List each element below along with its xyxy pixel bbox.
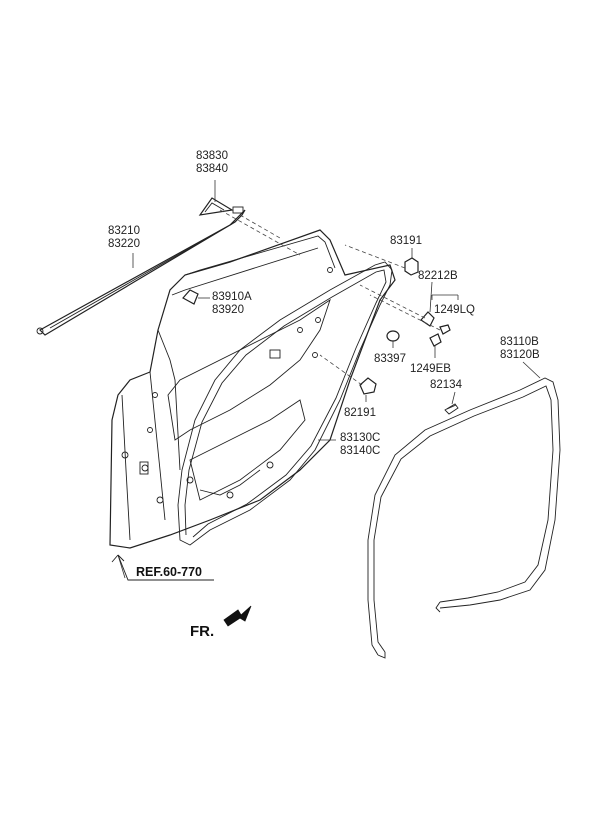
screw-1249lq xyxy=(439,324,451,335)
label-82134: 82134 xyxy=(430,379,463,391)
label-83830: 83830 xyxy=(196,150,228,162)
clip-82212b xyxy=(420,311,435,327)
label-83220: 83220 xyxy=(108,238,140,250)
label-83397: 83397 xyxy=(374,353,406,365)
label-83920: 83920 xyxy=(212,304,244,316)
label-83130c: 83130C xyxy=(340,432,380,444)
label-83140c: 83140C xyxy=(340,445,380,457)
label-1249eb: 1249EB xyxy=(410,363,451,375)
tape-82134 xyxy=(444,403,459,415)
reference-callout: REF.60-770 xyxy=(111,554,214,581)
plug-82191 xyxy=(359,377,377,395)
grommet-83191 xyxy=(404,257,419,276)
label-83910a: 83910A xyxy=(212,291,252,303)
door-side-weatherstrip xyxy=(177,261,393,546)
front-arrow-icon xyxy=(223,605,252,627)
delta-molding xyxy=(198,197,234,216)
body-side-weatherstrip xyxy=(367,377,561,659)
label-83110b: 83110B xyxy=(500,336,539,348)
label-83840: 83840 xyxy=(196,163,228,175)
rear-door-frame xyxy=(109,229,396,549)
screw-1249eb xyxy=(429,333,442,347)
label-82191: 82191 xyxy=(344,407,376,419)
front-direction-label: FR. xyxy=(190,623,214,640)
front-direction-indicator: FR. xyxy=(190,605,252,640)
clip-83910a xyxy=(182,289,199,305)
label-83120b: 83120B xyxy=(500,349,540,361)
label-82212b: 82212B xyxy=(418,270,458,282)
label-1249lq: 1249LQ xyxy=(434,304,475,316)
part-labels: 83830 83840 83210 83220 83910A 83920 831… xyxy=(108,150,540,457)
reference-label: REF.60-770 xyxy=(136,565,202,579)
label-83210: 83210 xyxy=(108,225,140,237)
plug-83397 xyxy=(386,330,400,342)
label-83191: 83191 xyxy=(390,235,422,247)
